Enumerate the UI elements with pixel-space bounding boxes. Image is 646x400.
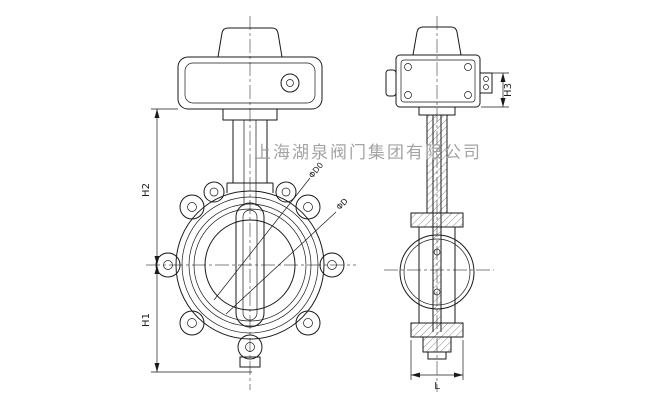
front-actuator bbox=[177, 27, 323, 121]
dim-label-l: L bbox=[434, 381, 440, 392]
side-dimensions: H3 L bbox=[410, 72, 514, 392]
bottom-cover bbox=[422, 336, 452, 353]
side-view: H3 L bbox=[384, 16, 514, 392]
bolt-lugs bbox=[155, 181, 345, 360]
taper-pin bbox=[433, 248, 441, 256]
cable-gland bbox=[479, 72, 493, 94]
dim-label-h1: H1 bbox=[141, 313, 152, 327]
side-valve-body bbox=[399, 212, 475, 360]
side-actuator bbox=[385, 26, 493, 116]
company-watermark: 上海湖泉阀门集团有限公司 bbox=[254, 143, 482, 163]
dim-label-h2: H2 bbox=[141, 183, 152, 197]
dim-label-h3: H3 bbox=[503, 83, 514, 97]
front-valve-body bbox=[155, 177, 345, 368]
valve-disc bbox=[235, 202, 265, 328]
indicator-dial-icon bbox=[280, 73, 300, 93]
leader-label-d0: ΦD0 bbox=[307, 161, 325, 180]
taper-pin bbox=[433, 288, 441, 296]
front-view: H2 H1 ΦD0 ΦD bbox=[141, 16, 356, 390]
leader-label-d: ΦD bbox=[335, 197, 350, 212]
bottom-cap bbox=[239, 356, 261, 368]
